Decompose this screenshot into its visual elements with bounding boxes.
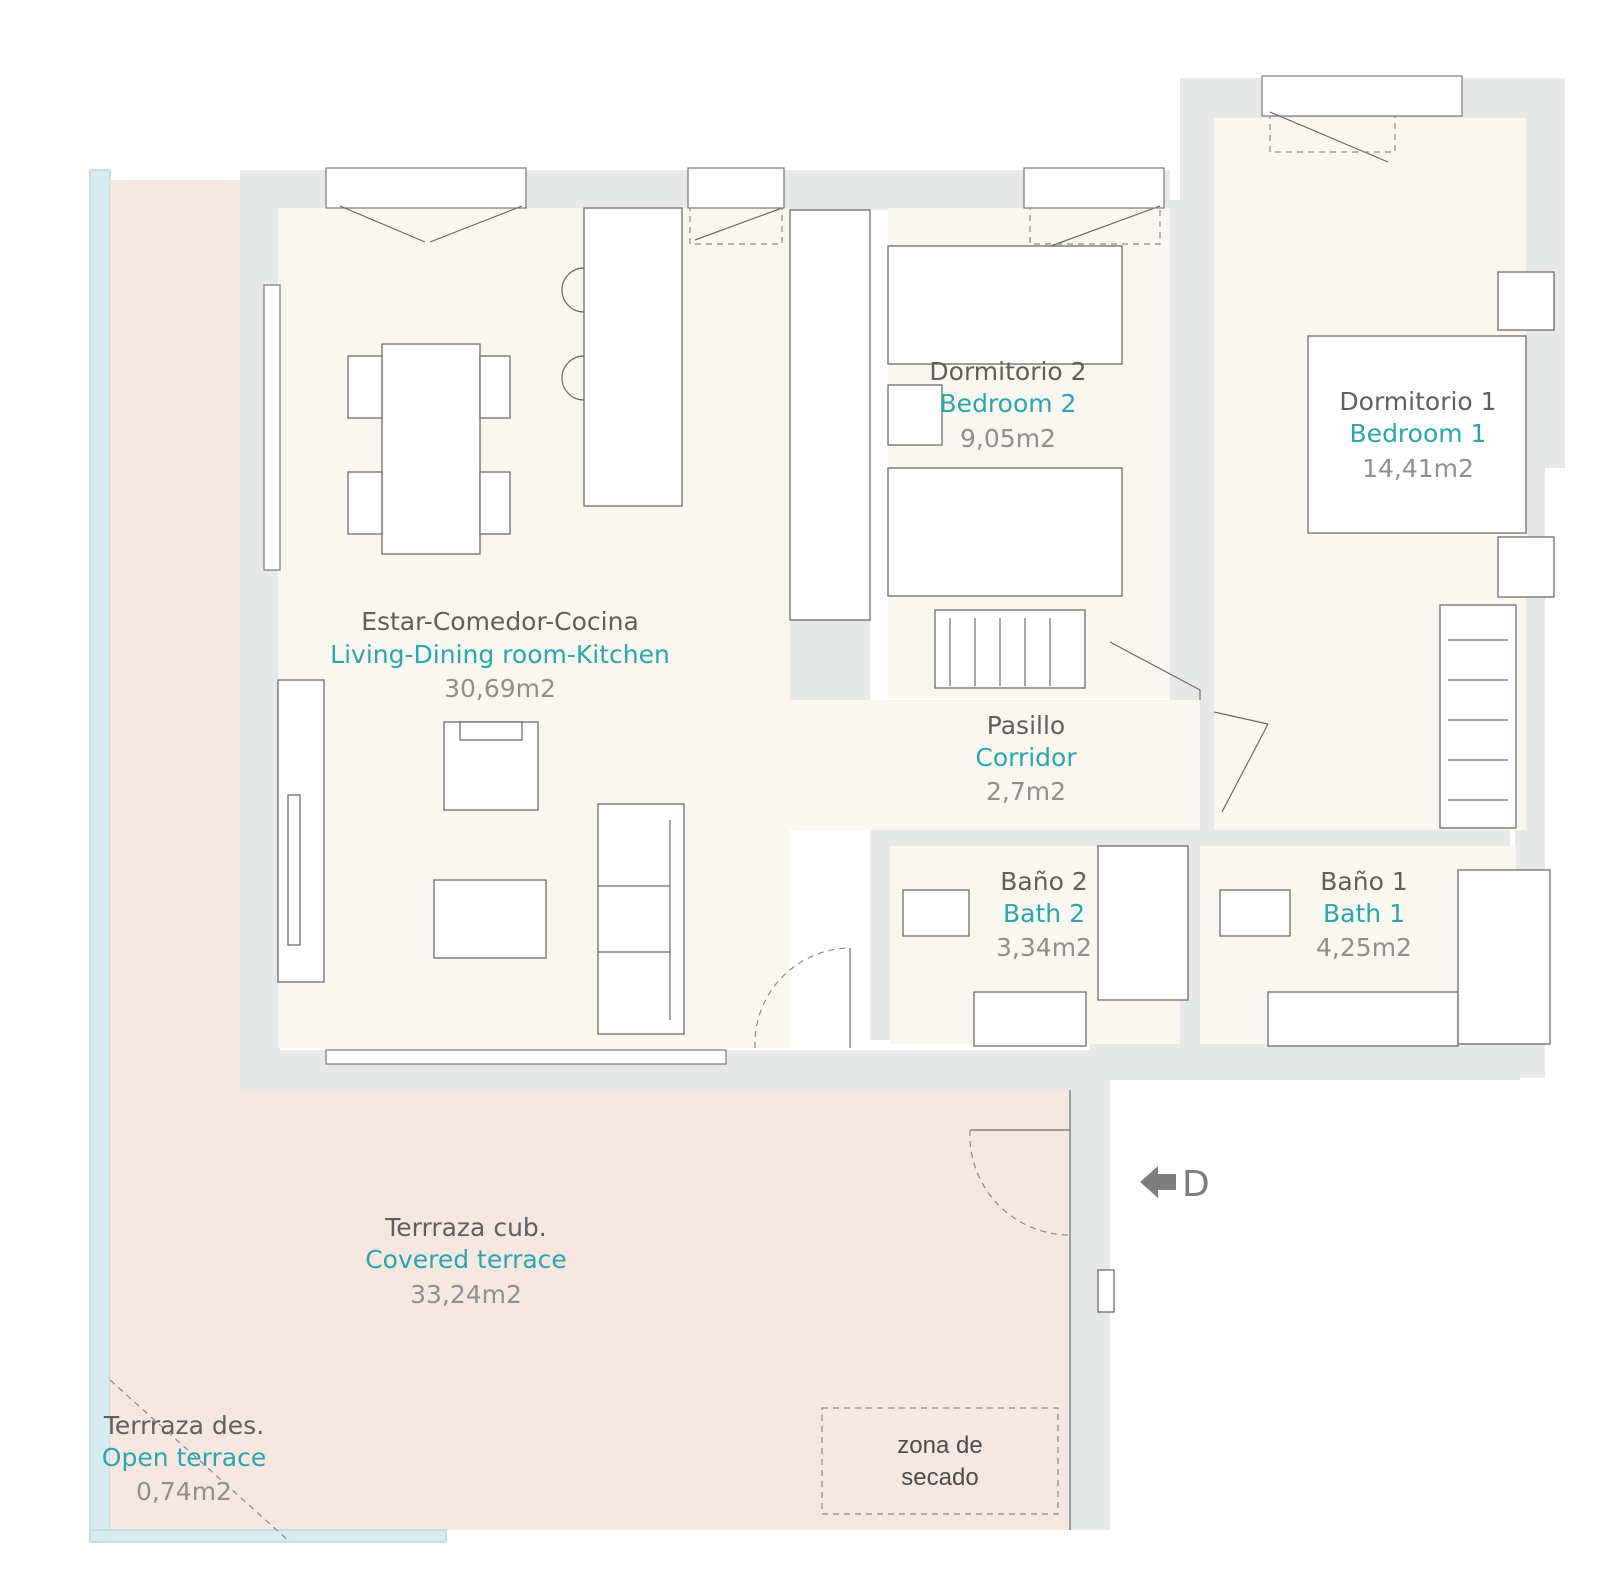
terrace-floors (89, 169, 1071, 1543)
sofa (597, 803, 685, 1035)
living-furniture (277, 679, 851, 1049)
open-terrace-area: 0,74m2 (136, 1477, 232, 1506)
tall-cabinet (789, 209, 871, 621)
corridor-label-es: Pasillo (987, 711, 1065, 740)
bedroom1-furniture (1213, 271, 1555, 829)
shower-1 (1457, 869, 1551, 1045)
bedroom1-area: 14,41m2 (1362, 454, 1474, 483)
windows (263, 75, 1463, 1065)
kitchen-dining-furniture (347, 207, 871, 621)
wardrobe-1 (1439, 604, 1517, 829)
bath1-area: 4,25m2 (1316, 933, 1412, 962)
corridor-label-en: Corridor (975, 743, 1077, 772)
wardrobe-2 (934, 609, 1086, 689)
kitchen-island (583, 207, 683, 507)
bedroom2-furniture (887, 245, 1201, 700)
bath-fixtures (902, 845, 1551, 1047)
bedroom1-label-en: Bedroom 1 (1350, 419, 1487, 448)
bath2-label-es: Baño 2 (1000, 867, 1087, 896)
bath1-label-es: Baño 1 (1320, 867, 1407, 896)
living-area: 30,69m2 (444, 674, 556, 703)
bedroom2-area: 9,05m2 (960, 424, 1056, 453)
direction-letter: D (1182, 1164, 1210, 1205)
drying-zone-line1: zona de (897, 1432, 982, 1459)
coffee-table (433, 879, 547, 959)
terrace-details (109, 1129, 1115, 1543)
bedroom2-label-en: Bedroom 2 (940, 389, 1077, 418)
covered-terrace-area: 33,24m2 (410, 1280, 522, 1309)
bath2-area: 3,34m2 (996, 933, 1092, 962)
room-labels: Estar-Comedor-Cocina Living-Dining room-… (102, 357, 1497, 1506)
bath1-label-en: Bath 1 (1323, 899, 1405, 928)
double-bed (1307, 335, 1527, 534)
tv-unit (277, 679, 325, 983)
drying-zone-line2: secado (901, 1464, 978, 1491)
open-terrace-label-en: Open terrace (102, 1443, 266, 1472)
arrow-left-icon (1140, 1166, 1176, 1198)
open-terrace-label-es: Terrraza des. (103, 1411, 264, 1440)
covered-terrace-label-es: Terrraza cub. (384, 1213, 546, 1242)
bedroom1-label-es: Dormitorio 1 (1339, 387, 1496, 416)
living-label-es: Estar-Comedor-Cocina (361, 607, 639, 636)
drying-zone-box (821, 1407, 1059, 1515)
corridor-area: 2,7m2 (986, 777, 1066, 806)
dining-table (381, 343, 481, 555)
covered-terrace-label-en: Covered terrace (365, 1245, 567, 1274)
shower-2 (1097, 845, 1189, 1001)
bedroom2-label-es: Dormitorio 2 (929, 357, 1086, 386)
direction-marker: D (1140, 1164, 1210, 1205)
bath2-label-en: Bath 2 (1003, 899, 1085, 928)
living-label-en: Living-Dining room-Kitchen (330, 640, 670, 669)
